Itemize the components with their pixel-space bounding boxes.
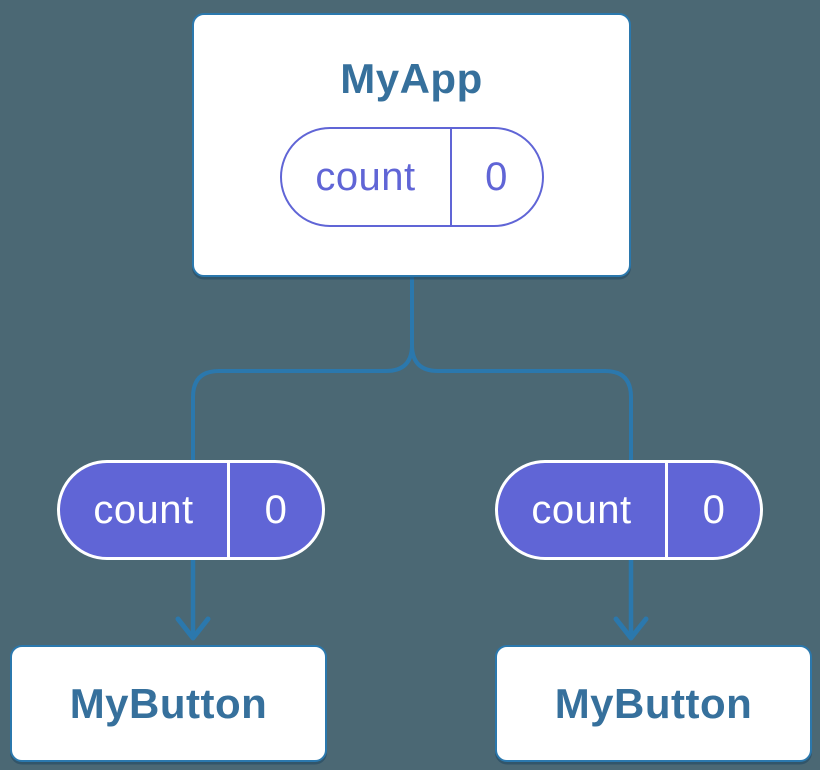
connector-left-branch [191, 270, 414, 465]
prop-pill-right: count 0 [495, 460, 763, 560]
state-pill-root: count 0 [279, 127, 544, 227]
state-pill-root-value: 0 [485, 154, 508, 199]
prop-pill-left: count 0 [57, 460, 325, 560]
prop-pill-right-value: 0 [702, 487, 726, 532]
node-myapp-title: MyApp [340, 55, 483, 102]
node-mybutton-left: MyButton [10, 645, 327, 762]
prop-pill-left-value: 0 [264, 487, 288, 532]
state-pill-root-label: count [282, 129, 452, 225]
connector-right-branch [410, 270, 633, 465]
node-mybutton-left-title: MyButton [69, 679, 268, 727]
arrow-right-head-icon [613, 616, 649, 641]
prop-pill-left-label: count [60, 463, 230, 557]
prop-pill-right-label: count [498, 463, 668, 557]
node-mybutton-right: MyButton [495, 645, 812, 762]
arrow-left-head-icon [175, 616, 211, 641]
node-mybutton-right-title: MyButton [554, 679, 753, 727]
node-myapp: MyApp count 0 [192, 13, 631, 277]
